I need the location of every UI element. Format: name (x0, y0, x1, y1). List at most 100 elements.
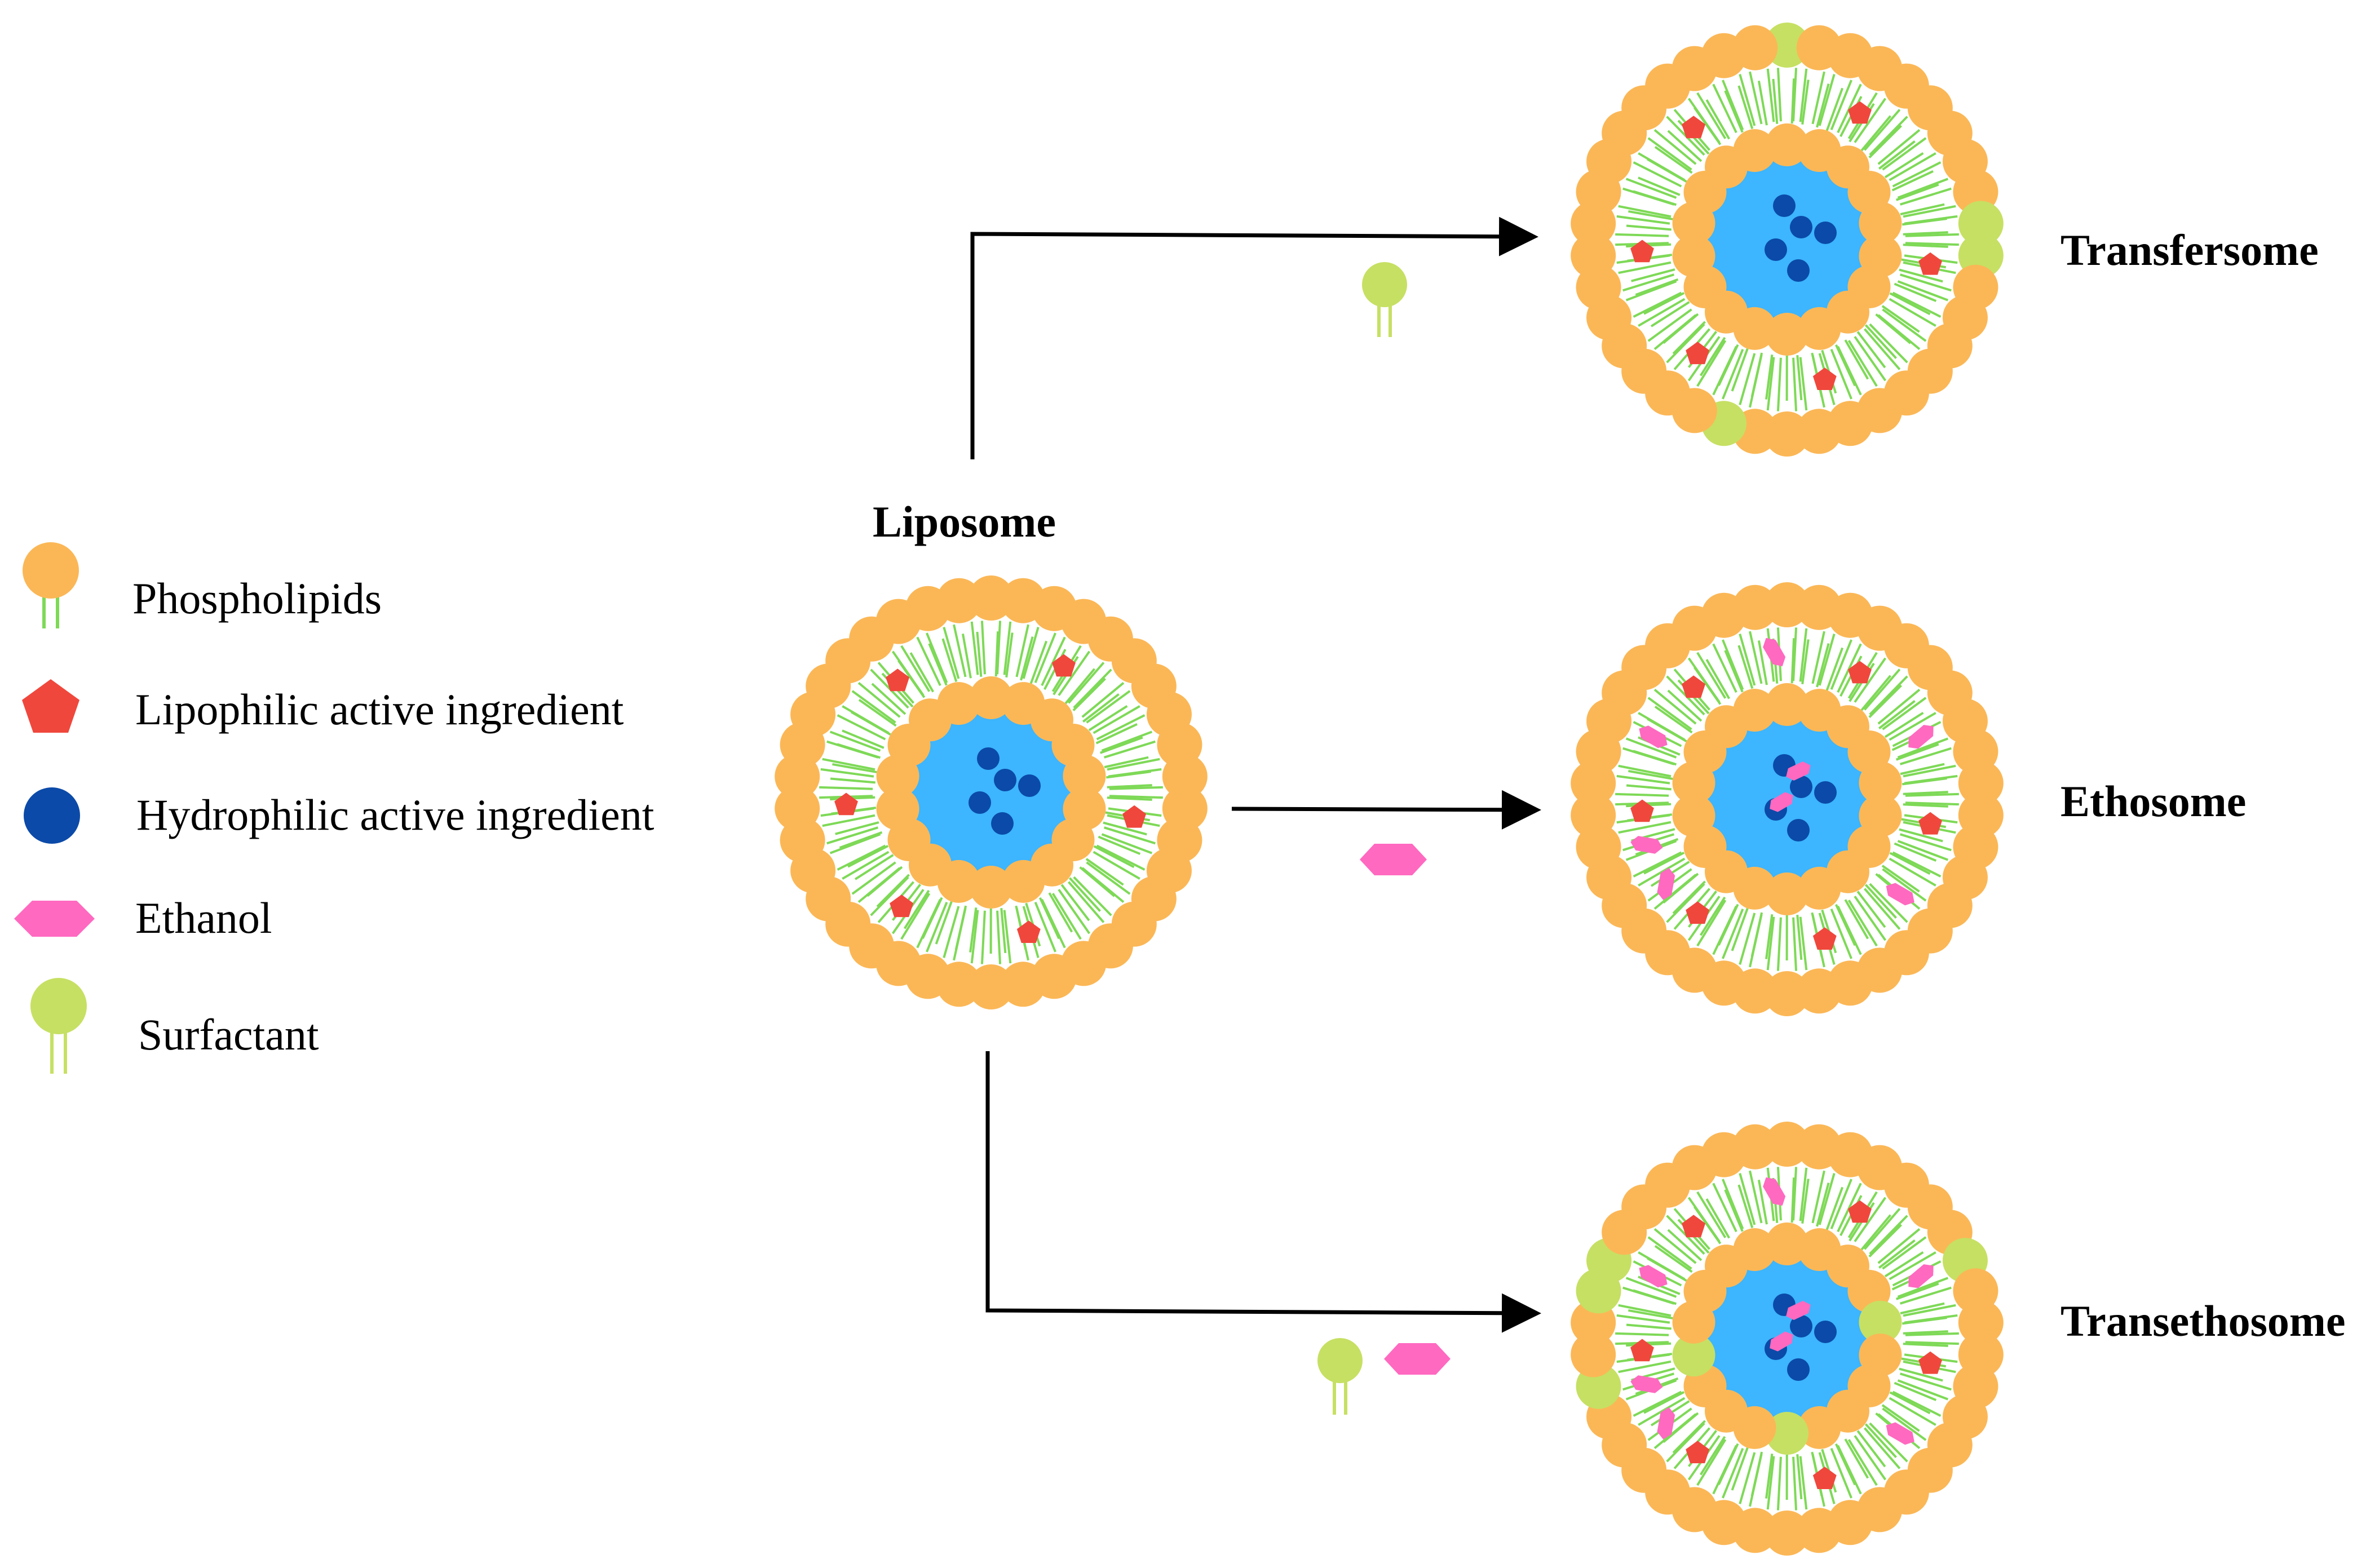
hydrophilic-dot-icon (24, 787, 80, 844)
lipid-tail (1905, 242, 1959, 246)
lipid-tail (1086, 690, 1131, 724)
lipid-tail (1638, 1397, 1686, 1426)
phospholipid-head (1798, 866, 1841, 910)
lipid-tail (1750, 352, 1763, 397)
lipophilic-pentagon-icon (1682, 116, 1706, 139)
lipid-tail (1101, 833, 1153, 854)
lipid-tail (1633, 851, 1682, 878)
phospholipid-head (1798, 1406, 1841, 1449)
lipid-tail (819, 786, 873, 790)
lipid-tail (1854, 657, 1887, 703)
phospholipid-head (937, 682, 980, 725)
lipid-tail (1860, 115, 1892, 152)
hydrophilic-dot (1790, 216, 1812, 238)
lipid-tail (1818, 1173, 1836, 1225)
lipid-tail (1003, 621, 1012, 675)
lipid-tail (1647, 158, 1687, 183)
lipid-tail (832, 763, 877, 773)
lipid-tail (1837, 1182, 1862, 1233)
lipid-tail (1034, 902, 1056, 953)
lipid-tail (953, 624, 967, 677)
lipid-tail (1818, 74, 1836, 126)
lipid-tail (1792, 68, 1798, 122)
lipophilic-pentagon-icon (1918, 1351, 1942, 1374)
lipid-tail (1626, 1323, 1672, 1330)
lipid-tail (822, 814, 875, 827)
lipid-tail (1825, 1186, 1844, 1230)
lipid-tail (1899, 273, 1952, 292)
lipid-tail (1796, 915, 1803, 960)
lipid-tail (1696, 900, 1727, 947)
lipid-tail (1878, 1239, 1916, 1269)
phospholipid-head (1732, 1124, 1778, 1170)
lipid-tail (1799, 628, 1808, 682)
lipid-tail (1869, 1215, 1908, 1255)
lipid-tail (1625, 280, 1677, 302)
phospholipid-head (876, 787, 919, 831)
lipid-tail (1905, 233, 1959, 237)
lipid-tail (1790, 638, 1796, 684)
lipid-tail (1000, 908, 1007, 954)
lipid-tail (1662, 313, 1699, 344)
lipid-tails (819, 621, 1163, 964)
lipid-tail (1830, 1448, 1852, 1499)
hydrophilic-dot (1787, 259, 1810, 282)
lipid-tail (1844, 1438, 1869, 1479)
phospholipid-head (1766, 1222, 1808, 1265)
lipid-tail (970, 621, 979, 675)
lipid-tail (1897, 1277, 1949, 1298)
lipid-tail (1109, 795, 1163, 799)
hydrophilic-dot (1787, 1358, 1810, 1381)
lipid-tail (1626, 224, 1672, 231)
lipid-tail (1864, 109, 1901, 151)
lipid-tail (1897, 178, 1949, 199)
lipid-tail (1647, 308, 1692, 342)
lipid-tail (903, 889, 930, 929)
lipid-tail (1792, 917, 1798, 971)
phospholipid-head (1798, 307, 1841, 350)
lipid-tail (1724, 90, 1744, 133)
lipid-tail (1903, 205, 1956, 218)
lipophilic-pentagon-icon (1812, 367, 1837, 390)
lipid-tail (1811, 1170, 1825, 1224)
lipid-tail (851, 861, 896, 895)
lipid-tail (1739, 913, 1756, 965)
lipid-tail (1020, 636, 1034, 681)
lipid-tail (1905, 1341, 1959, 1345)
lipid-tail (1899, 828, 1943, 843)
lipid-tail (1618, 1360, 1672, 1374)
lipophilic-pentagon-icon (1630, 1339, 1654, 1362)
lipid-tail (1722, 79, 1744, 130)
lipid-tail (1628, 769, 1673, 780)
lipid-tail (1881, 865, 1920, 893)
lipid-tail (1825, 647, 1844, 691)
ethanol-hexagon-icon (1657, 867, 1675, 900)
phospholipid-head (1733, 1228, 1776, 1272)
lipid-tail (1837, 643, 1862, 693)
ethanol-hexagon-icon (1630, 836, 1663, 854)
lipid-tail (1654, 706, 1693, 734)
lipid-tail (1765, 1454, 1774, 1499)
lipid-tail (1900, 763, 1945, 776)
lipid-tail (1107, 784, 1152, 789)
hydrophilic-dot (1814, 222, 1837, 244)
lipid-tail (1096, 714, 1146, 741)
lipid-tail (1882, 308, 1927, 342)
lipid-tail (1895, 183, 1939, 201)
lipid-tail (916, 636, 941, 686)
lipid-tail (1064, 668, 1096, 705)
lipid-tail (1776, 68, 1782, 122)
lipid-tail (1903, 1304, 1956, 1317)
lipid-tail (1801, 639, 1810, 685)
lipid-tail (1895, 1282, 1939, 1300)
lipid-tail (851, 690, 896, 724)
lipid-tail (1902, 777, 1947, 786)
lipid-tail (1864, 888, 1901, 930)
lipid-tail (1892, 851, 1942, 878)
transfersome-vesicle (1571, 23, 2004, 457)
phospholipid-head (1672, 794, 1715, 838)
lipid-tail (1093, 705, 1140, 734)
lipid-tail (1877, 1228, 1921, 1264)
phospholipid-head (970, 676, 1012, 719)
lipid-tail (858, 699, 897, 727)
